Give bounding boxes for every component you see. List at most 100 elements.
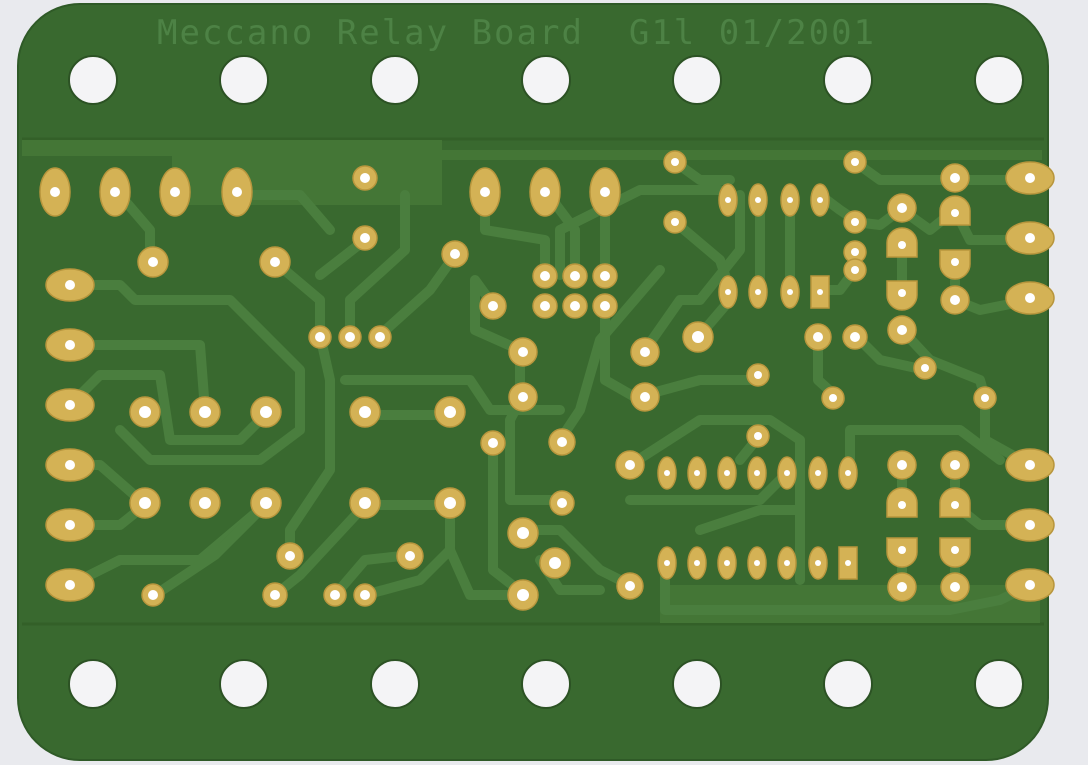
- pad-39-drill: [405, 551, 415, 561]
- mounting-hole-bottom-5: [672, 659, 722, 709]
- pad-12-drill: [65, 520, 75, 530]
- pad-63-drill: [692, 331, 704, 343]
- pad-74-drill: [829, 394, 837, 402]
- silkscreen-label: Meccano Relay Board G1l 01/2001: [157, 13, 876, 53]
- pad-24-drill: [450, 249, 460, 259]
- pad-47-drill: [540, 301, 550, 311]
- pad-75-drill: [897, 203, 907, 213]
- pad-64-drill: [671, 158, 679, 166]
- trace-18: [360, 545, 455, 600]
- pad-16-drill: [1025, 293, 1035, 303]
- pad-113-drill: [898, 546, 906, 554]
- pad-54-drill: [557, 437, 567, 447]
- pad-14-drill: [1025, 173, 1035, 183]
- trace-8: [270, 257, 325, 335]
- trace-19: [330, 550, 415, 600]
- pad-105-drill: [815, 560, 821, 566]
- pad-56-drill: [517, 527, 529, 539]
- pad-13-drill: [65, 580, 75, 590]
- pad-85-drill: [725, 197, 731, 203]
- pad-114-drill: [951, 546, 959, 554]
- pad-57-drill: [549, 557, 561, 569]
- pad-112-drill: [951, 501, 959, 509]
- pad-58-drill: [517, 589, 529, 601]
- pad-50-drill: [488, 301, 498, 311]
- pad-67-drill: [754, 432, 762, 440]
- mounting-hole-top-3: [370, 55, 420, 105]
- pad-97-drill: [784, 470, 790, 476]
- pad-49-drill: [600, 301, 610, 311]
- pad-59-drill: [625, 460, 635, 470]
- pad-91-drill: [787, 289, 793, 295]
- mounting-hole-top-4: [521, 55, 571, 105]
- trace-3: [65, 370, 270, 445]
- pad-2-drill: [110, 187, 120, 197]
- trace-34: [640, 375, 765, 400]
- mounting-hole-bottom-6: [823, 659, 873, 709]
- pad-76-drill: [950, 173, 960, 183]
- pad-96-drill: [754, 470, 760, 476]
- pad-22-drill: [148, 257, 158, 267]
- mounting-hole-bottom-4: [521, 659, 571, 709]
- trace-56: [845, 425, 1005, 475]
- pad-103-drill: [754, 560, 760, 566]
- trace-13: [285, 330, 335, 560]
- pad-26-drill: [345, 332, 355, 342]
- pad-111-drill: [898, 501, 906, 509]
- pad-29-drill: [199, 406, 211, 418]
- pad-61-drill: [640, 347, 650, 357]
- mounting-hole-top-1: [68, 55, 118, 105]
- trace-1: [65, 280, 305, 465]
- pad-78-drill: [897, 325, 907, 335]
- copper-traces: [65, 157, 1045, 615]
- pad-43-drill: [360, 590, 370, 600]
- pad-104-drill: [784, 560, 790, 566]
- pad-89-drill: [725, 289, 731, 295]
- pad-40-drill: [148, 590, 158, 600]
- trace-30: [520, 525, 635, 590]
- pad-109-drill: [898, 289, 906, 297]
- pad-53-drill: [488, 438, 498, 448]
- pad-44-drill: [540, 271, 550, 281]
- pad-66-drill: [754, 371, 762, 379]
- pad-1-drill: [50, 187, 60, 197]
- pad-102-drill: [724, 560, 730, 566]
- pad-9-drill: [65, 340, 75, 350]
- pad-80-drill: [981, 394, 989, 402]
- component-pads: [39, 150, 1055, 611]
- pad-88-drill: [817, 197, 823, 203]
- mounting-hole-top-2: [219, 55, 269, 105]
- pad-99-drill: [845, 470, 851, 476]
- pad-5-drill: [480, 187, 490, 197]
- pad-69-drill: [851, 218, 859, 226]
- pad-19-drill: [1025, 580, 1035, 590]
- pad-108-drill: [951, 209, 959, 217]
- pad-81-drill: [897, 460, 907, 470]
- pad-51-drill: [518, 347, 528, 357]
- pad-27-drill: [375, 332, 385, 342]
- mounting-hole-bottom-7: [974, 659, 1024, 709]
- mounting-hole-top-7: [974, 55, 1024, 105]
- pad-98-drill: [815, 470, 821, 476]
- pad-60-drill: [625, 581, 635, 591]
- pad-41-drill: [270, 590, 280, 600]
- pad-35-drill: [444, 406, 456, 418]
- pad-55-drill: [557, 498, 567, 508]
- pad-37-drill: [444, 497, 456, 509]
- pad-18-drill: [1025, 520, 1035, 530]
- trace-10: [225, 190, 335, 235]
- pad-25-drill: [315, 332, 325, 342]
- pad-23-drill: [270, 257, 280, 267]
- pad-11-drill: [65, 460, 75, 470]
- trace-54: [660, 555, 1035, 615]
- trace-17: [445, 500, 525, 600]
- pad-92-drill: [817, 289, 823, 295]
- pad-3-drill: [170, 187, 180, 197]
- pad-70-drill: [851, 248, 859, 256]
- pad-82-drill: [950, 460, 960, 470]
- pad-34-drill: [359, 406, 371, 418]
- pad-68-drill: [851, 158, 859, 166]
- pad-7-drill: [600, 187, 610, 197]
- pad-84-drill: [950, 582, 960, 592]
- pcb-board: [17, 3, 1049, 761]
